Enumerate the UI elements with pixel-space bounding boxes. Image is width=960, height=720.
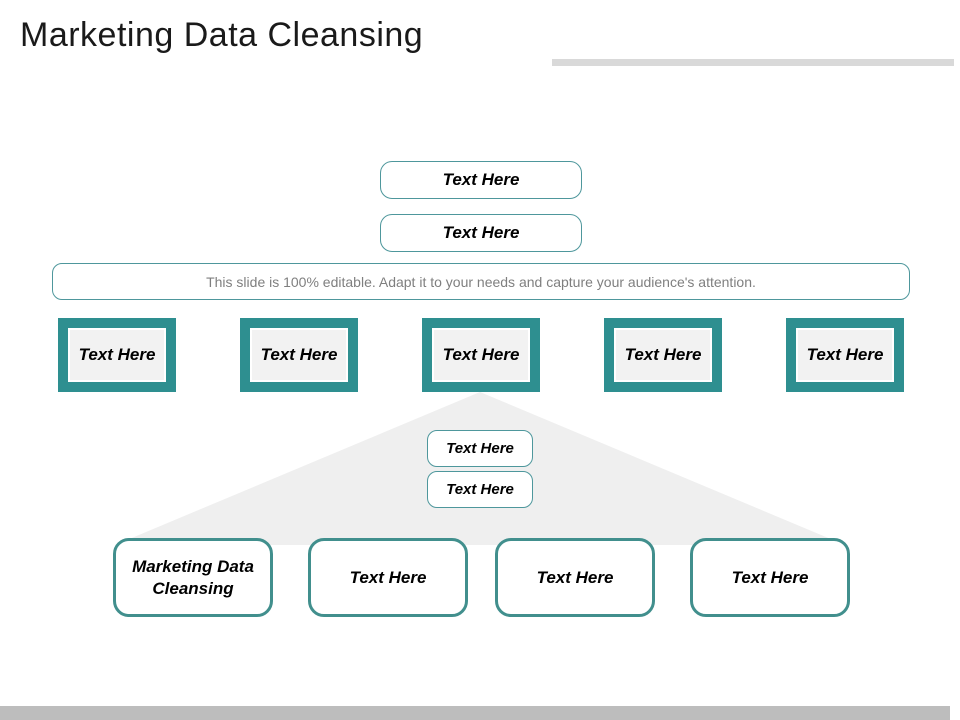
pyramid-shape <box>115 392 845 545</box>
teal-box-4-label: Text Here <box>614 328 712 382</box>
bottom-box-3: Text Here <box>495 538 655 617</box>
pyramid-text-box-1: Text Here <box>427 430 533 467</box>
teal-box-3-label: Text Here <box>432 328 530 382</box>
teal-box-4: Text Here <box>604 318 722 392</box>
teal-box-3: Text Here <box>422 318 540 392</box>
pyramid-text-box-2: Text Here <box>427 471 533 508</box>
page-title: Marketing Data Cleansing <box>20 16 424 54</box>
teal-box-5: Text Here <box>786 318 904 392</box>
footer-bar <box>0 706 950 720</box>
teal-box-5-label: Text Here <box>796 328 894 382</box>
bottom-box-4: Text Here <box>690 538 850 617</box>
teal-box-1-label: Text Here <box>68 328 166 382</box>
top-text-box-2: Text Here <box>380 214 582 252</box>
teal-box-2: Text Here <box>240 318 358 392</box>
top-text-box-1: Text Here <box>380 161 582 199</box>
bottom-box-marketing-data-cleansing: Marketing Data Cleansing <box>113 538 273 617</box>
title-underline <box>552 59 954 66</box>
teal-box-1: Text Here <box>58 318 176 392</box>
editable-note-banner: This slide is 100% editable. Adapt it to… <box>52 263 910 300</box>
bottom-box-2: Text Here <box>308 538 468 617</box>
teal-box-2-label: Text Here <box>250 328 348 382</box>
